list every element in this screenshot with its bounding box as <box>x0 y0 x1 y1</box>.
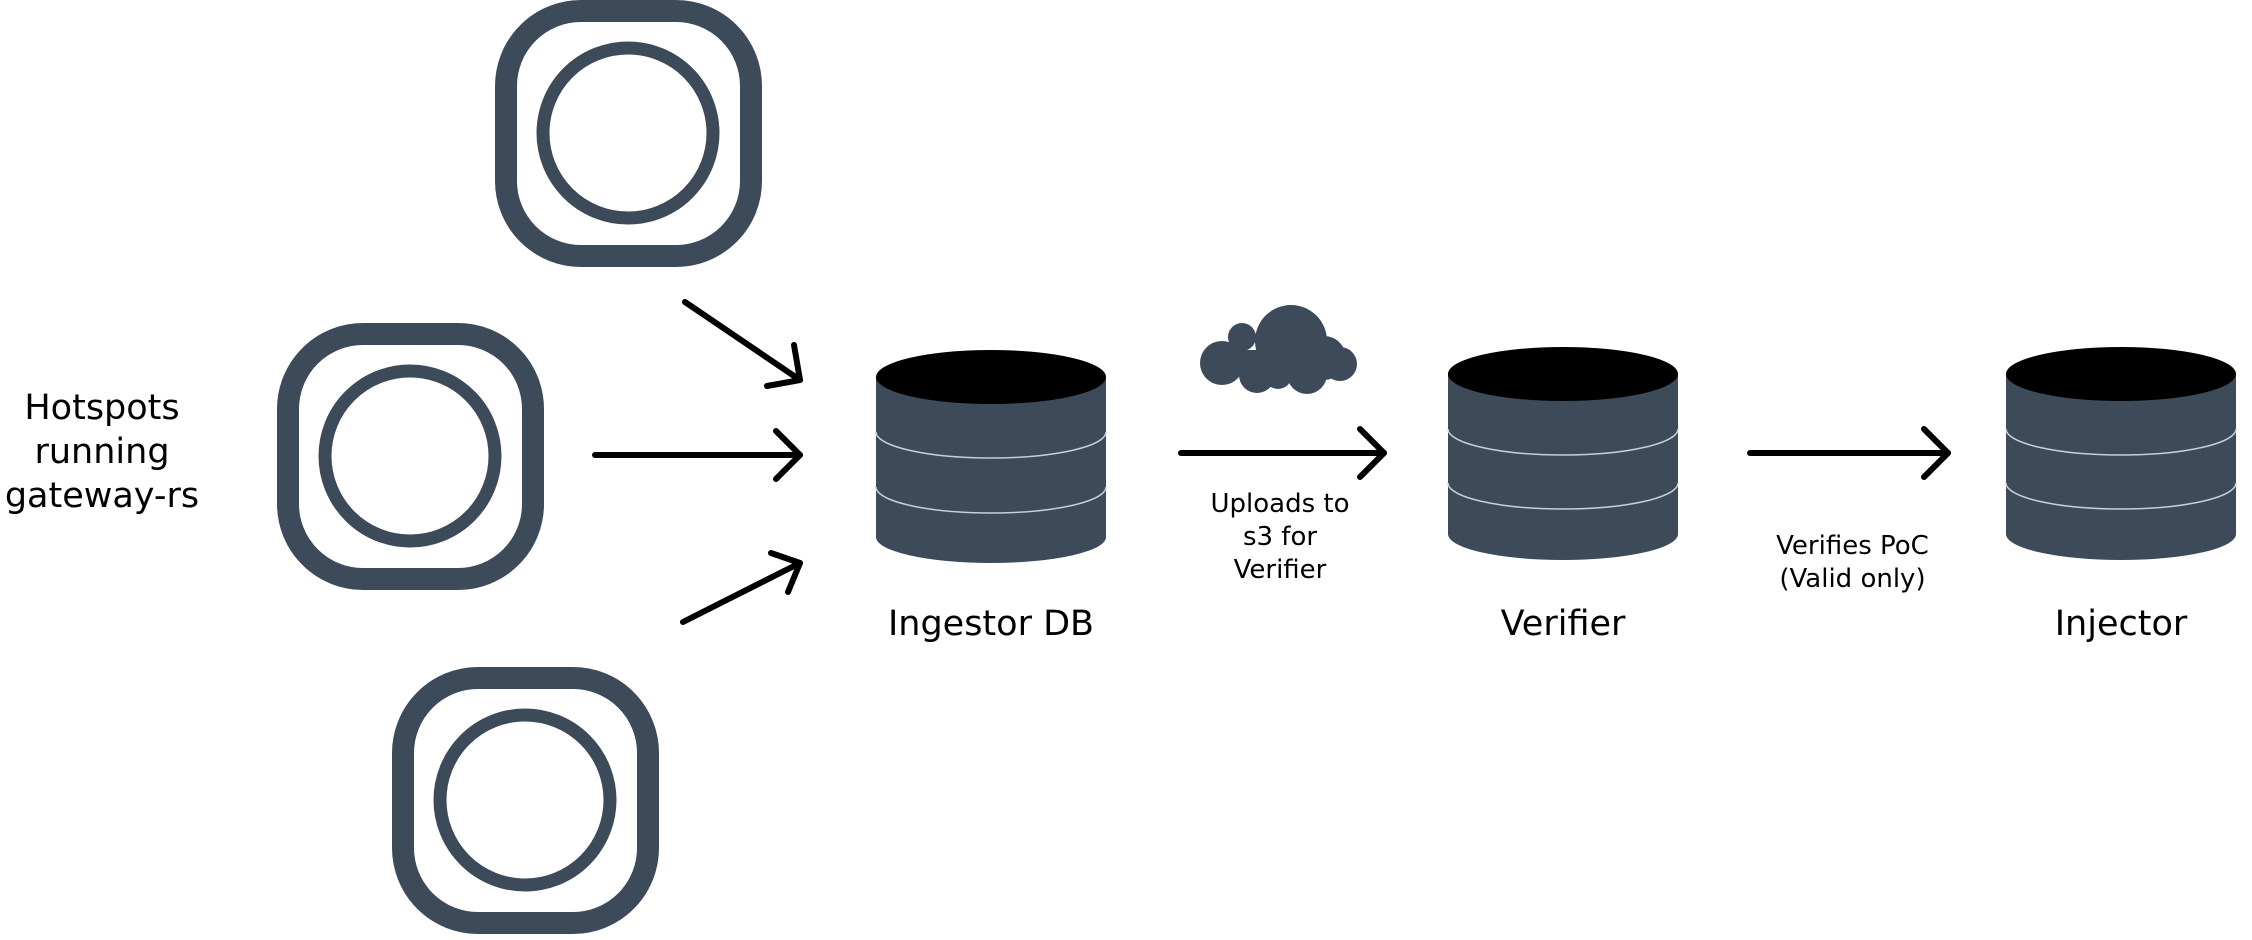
arrow-ingestor-to-verifier <box>1178 426 1387 480</box>
cloud-icon <box>1200 305 1357 394</box>
database-icon <box>2005 347 2237 560</box>
injector-label: Injector <box>2054 604 2188 644</box>
hotspots-label: Hotspots running gateway-rs <box>4 388 200 516</box>
database-icon <box>1447 347 1679 560</box>
hotspot-icon <box>495 0 762 267</box>
upload-s3-edge-label: Uploads to s3 for Verifier <box>1210 489 1350 585</box>
arrow-verifier-to-injector <box>1747 426 1951 480</box>
arrow-hotspot-1-to-ingestor <box>682 299 803 389</box>
hotspot-icon <box>277 323 544 590</box>
ingestor-db-label: Ingestor DB <box>887 604 1095 644</box>
verifies-poc-edge-label: Verifies PoC (Valid only) <box>1776 531 1929 594</box>
verifier-label: Verifier <box>1500 604 1626 644</box>
database-icon <box>875 350 1107 563</box>
arrow-hotspot-2-to-ingestor <box>592 428 803 482</box>
hotspot-icon <box>392 667 659 934</box>
arrow-hotspot-3-to-ingestor <box>680 550 803 625</box>
